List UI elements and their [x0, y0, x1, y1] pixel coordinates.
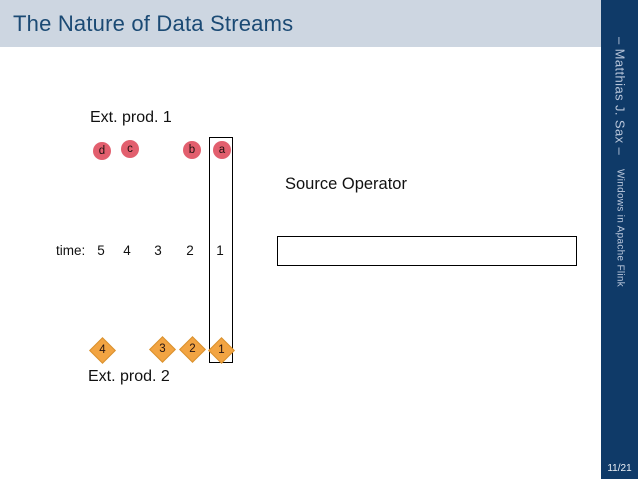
stream2-event-2-label: 2 [189, 343, 196, 355]
page-number: 11/21 [607, 463, 632, 474]
stream1-event-a: a [213, 141, 231, 159]
producer1-label: Ext. prod. 1 [90, 109, 172, 126]
time-tick-1: 1 [216, 243, 224, 258]
slide-title: The Nature of Data Streams [13, 11, 294, 36]
stream2-event-3-label: 3 [159, 343, 166, 355]
deck-title: Windows in Apache Flink [614, 168, 626, 287]
time-label: time: [56, 243, 86, 258]
slide-title-bar: The Nature of Data Streams [0, 0, 601, 47]
stream1-event-c: c [121, 140, 139, 158]
stream1-event-d: d [93, 142, 111, 160]
stream2-event-3: 3 [149, 336, 176, 363]
time-tick-3: 3 [154, 243, 162, 258]
time-tick-2: 2 [186, 243, 194, 258]
stream2-event-4: 4 [89, 337, 116, 364]
sidebar: – Matthias J. Sax – Windows in Apache Fl… [601, 0, 638, 479]
source-operator-label: Source Operator [285, 175, 407, 193]
stream2-event-1-label: 1 [218, 344, 225, 356]
stream1-event-b: b [183, 141, 201, 159]
producer2-label: Ext. prod. 2 [88, 368, 170, 385]
sidebar-vertical-text: – Matthias J. Sax – Windows in Apache Fl… [611, 37, 629, 287]
stream2-event-2: 2 [179, 336, 206, 363]
operator-buffer-rect [277, 236, 577, 266]
author-name: – Matthias J. Sax – [612, 37, 628, 156]
time-tick-5: 5 [97, 243, 105, 258]
time-tick-4: 4 [123, 243, 131, 258]
stream2-event-4-label: 4 [99, 344, 106, 356]
